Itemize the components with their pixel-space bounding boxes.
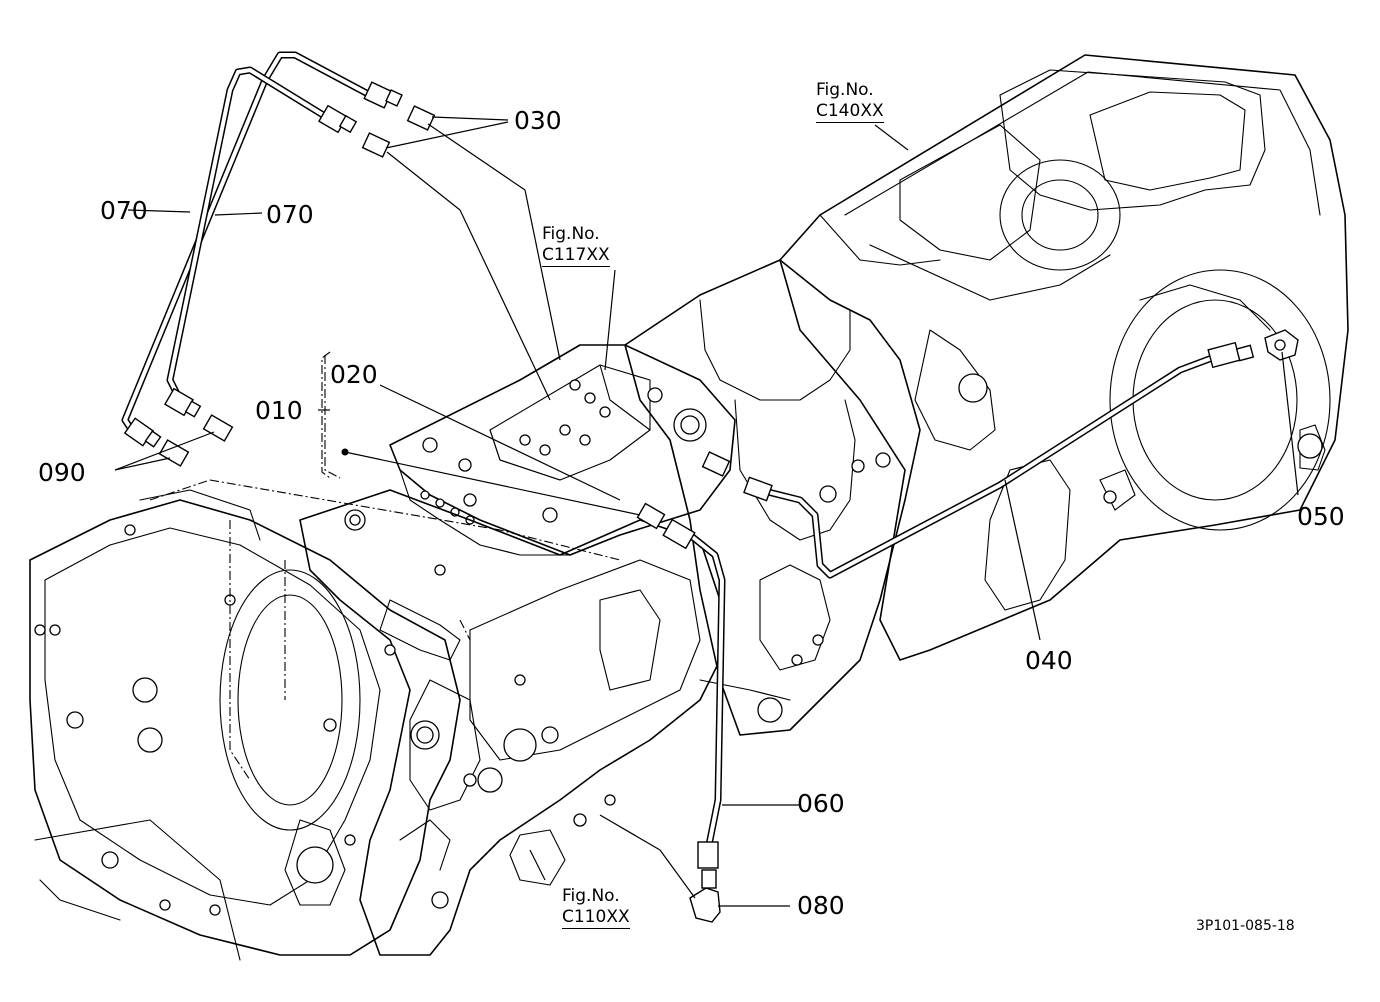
figure-ref-c110-label: Fig.No. (562, 886, 620, 906)
drawing-id: 3P101-085-18 (1196, 918, 1295, 934)
figure-ref-c117: Fig.No. C117XX (542, 224, 610, 268)
phantom-lines (149, 355, 621, 781)
figure-ref-c117-code: C117XX (542, 245, 610, 268)
middle-transmission-case (624, 259, 921, 736)
figure-ref-c110: Fig.No. C110XX (562, 886, 630, 930)
pipe-060 (636, 502, 726, 869)
pipe-070-outer (121, 51, 374, 439)
callout-010: 010 (255, 396, 303, 425)
center-transmission-case (284, 489, 721, 956)
front-transmission-case (29, 489, 461, 961)
pipe-070-inner (166, 66, 332, 404)
callout-020: 020 (330, 360, 378, 389)
callout-040: 040 (1025, 646, 1073, 675)
bracket-010 (321, 351, 331, 479)
callout-050: 050 (1297, 502, 1345, 531)
callout-080: 080 (797, 891, 845, 920)
callout-070-inner: 070 (266, 200, 314, 229)
figure-ref-c140-code: C140XX (816, 101, 884, 124)
hydraulic-valve-block (389, 344, 736, 556)
pipe-070-fittings (123, 81, 403, 448)
figure-ref-c110-code: C110XX (562, 907, 630, 930)
figure-ref-c140: Fig.No. C140XX (816, 80, 884, 124)
adapters-030 (361, 105, 436, 158)
figure-ref-c117-label: Fig.No. (542, 224, 600, 244)
adapters-090 (158, 414, 234, 467)
elbow-050 (1264, 329, 1299, 361)
rear-transmission-case (779, 54, 1349, 661)
leader-lines (114, 116, 1299, 907)
callout-070-outer: 070 (100, 196, 148, 225)
callout-060: 060 (797, 789, 845, 818)
figure-ref-c140-label: Fig.No. (816, 80, 874, 100)
elbow-080 (689, 869, 721, 923)
pipe-040 (701, 341, 1255, 579)
callout-090: 090 (38, 458, 86, 487)
callout-030: 030 (514, 106, 562, 135)
